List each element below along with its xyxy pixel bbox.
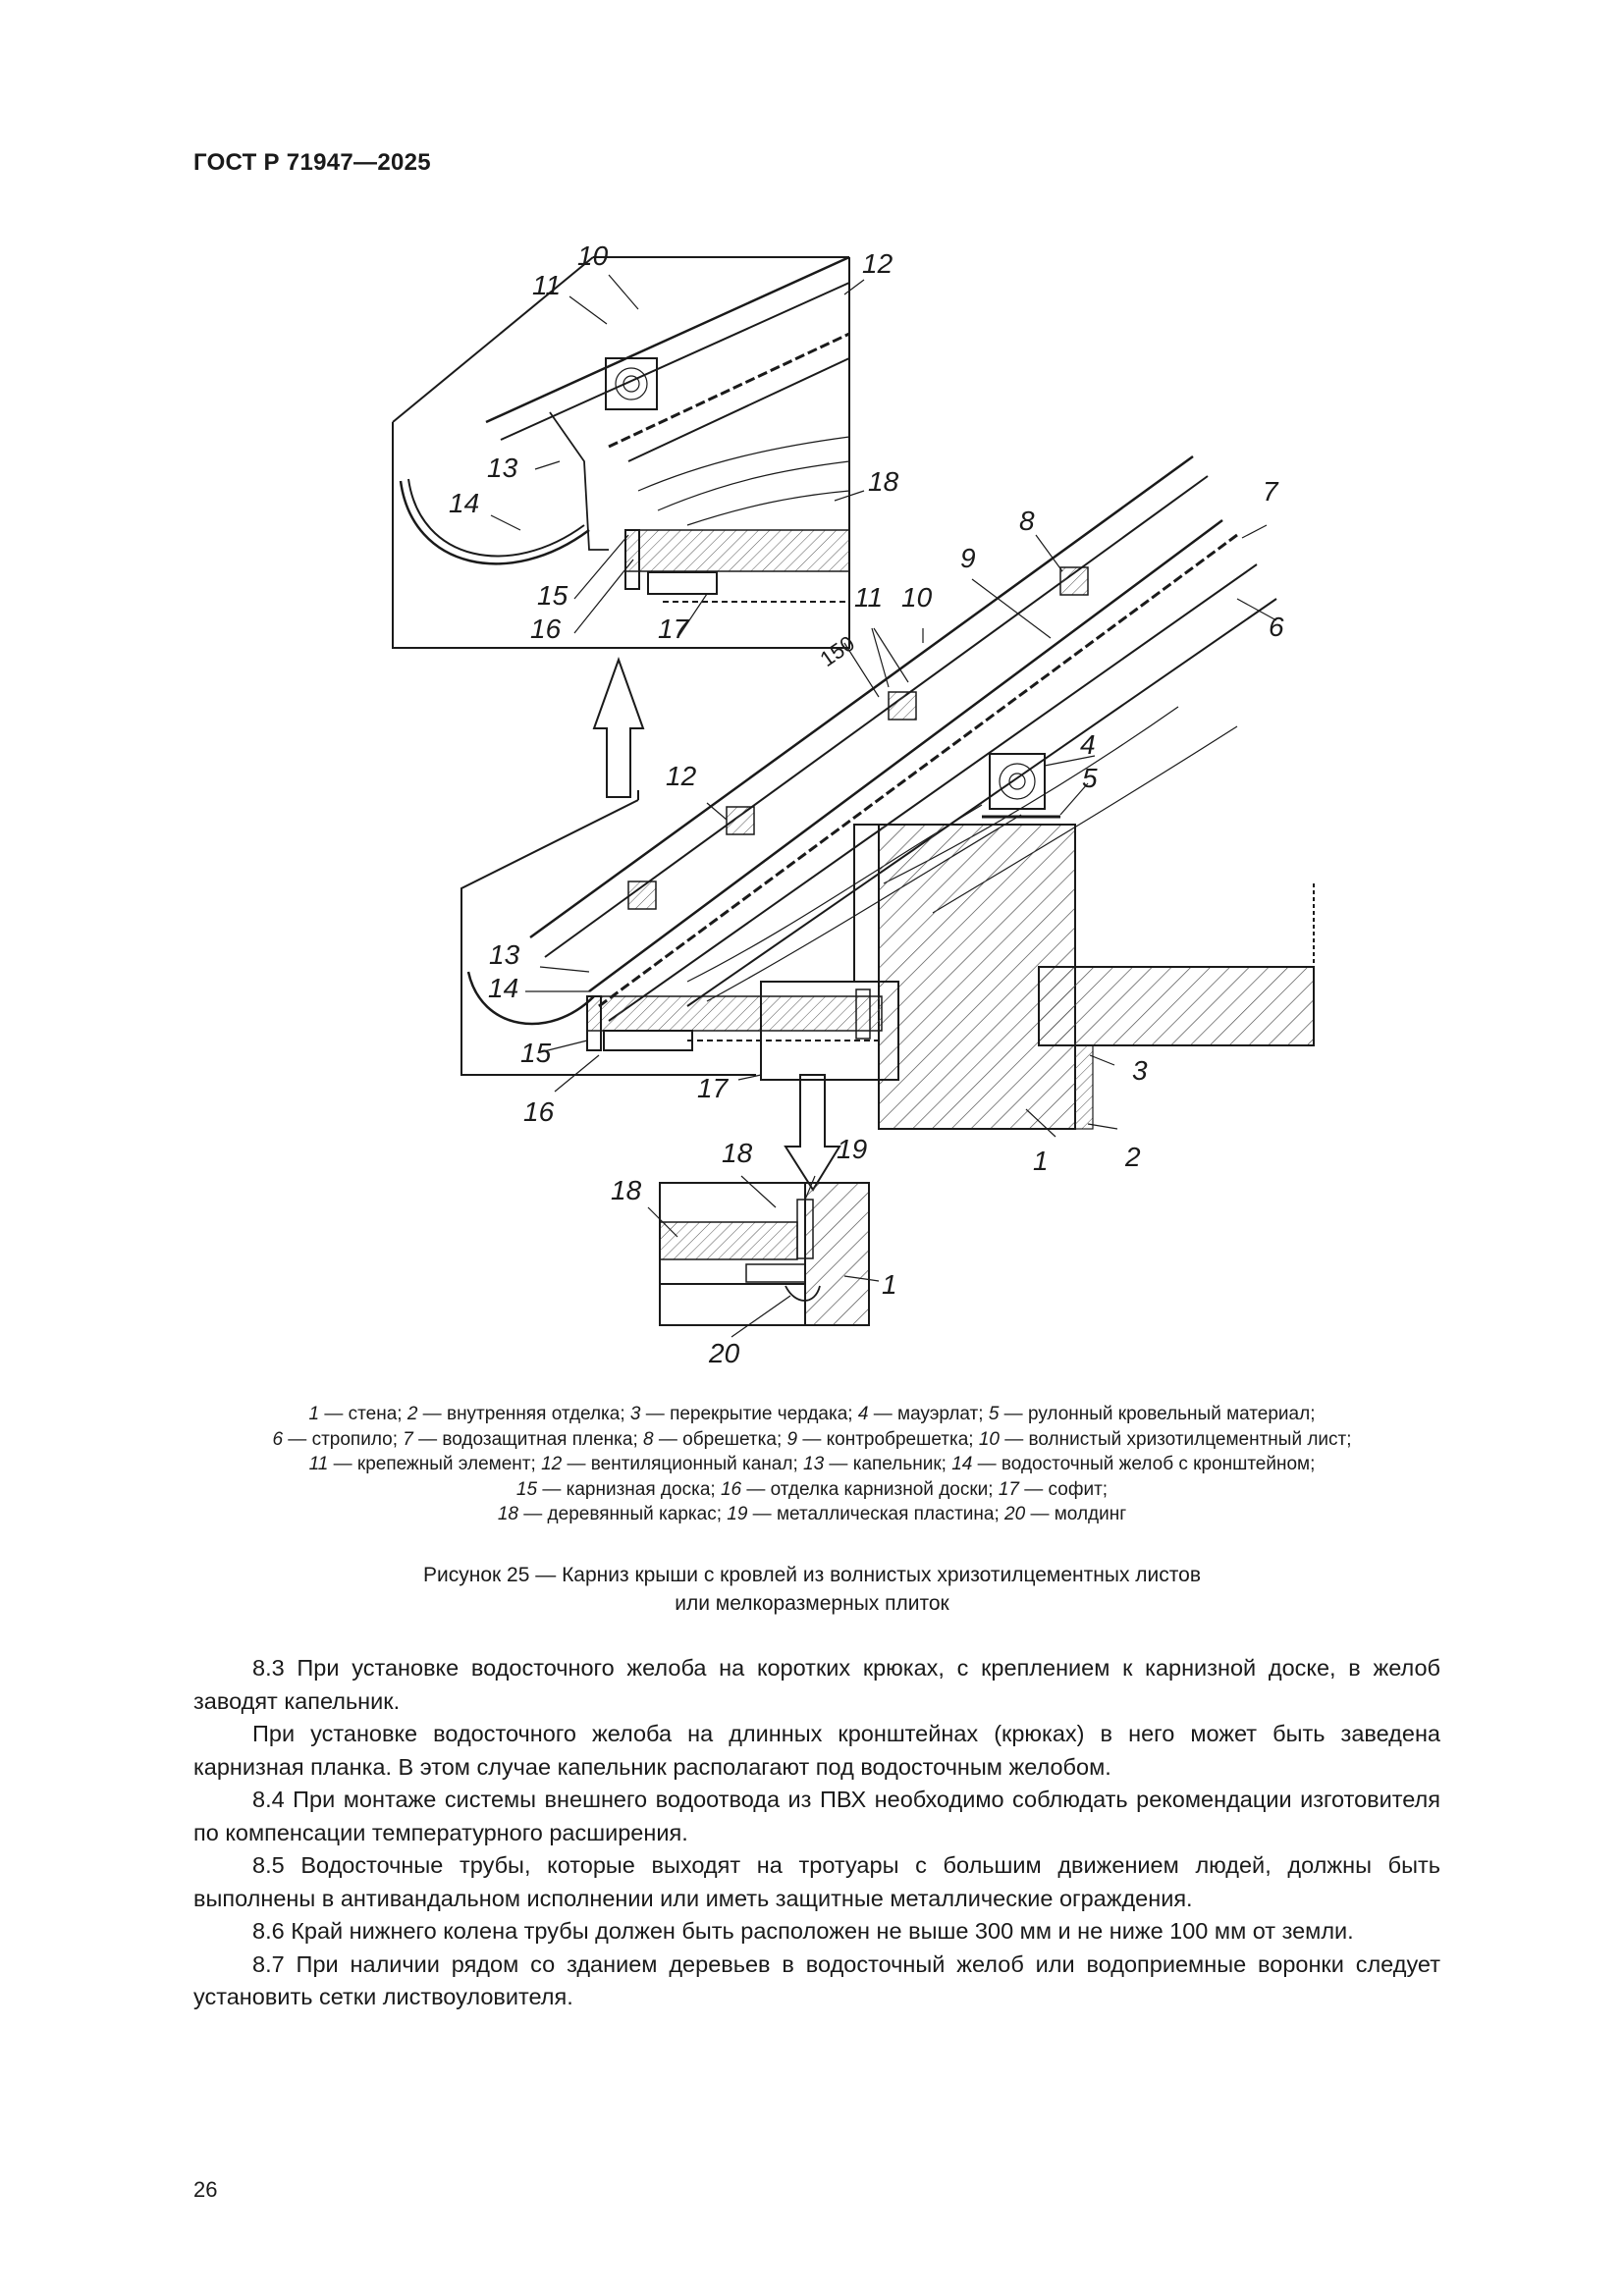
figure-legend: 1 — стена; 2 — внутренняя отделка; 3 — п… bbox=[177, 1402, 1447, 1527]
callout-1-detail: 1 bbox=[882, 1269, 897, 1300]
legend-item-13: 13 — капельник; bbox=[803, 1454, 952, 1474]
roof-eave-figure: 1 2 3 4 5 6 7 8 9 10 10 11 11 12 12 13 1… bbox=[392, 240, 1315, 1368]
callout-17-main: 17 bbox=[697, 1073, 730, 1103]
paragraph-8-3: 8.3 При установке водосточного желоба на… bbox=[193, 1655, 1440, 1714]
callout-5: 5 bbox=[1082, 763, 1098, 793]
legend-item-11: 11 — крепежный элемент; bbox=[308, 1454, 542, 1474]
callout-11-main: 11 bbox=[854, 582, 883, 613]
figure-callouts: 1 2 3 4 5 6 7 8 9 10 10 11 11 12 12 13 1… bbox=[449, 240, 1284, 1368]
callout-16-top: 16 bbox=[530, 614, 562, 644]
body-text: 8.3 При установке водосточного желоба на… bbox=[193, 1652, 1440, 2014]
legend-line-1: 1 — стена; 2 — внутренняя отделка; 3 — п… bbox=[177, 1402, 1447, 1427]
callout-19: 19 bbox=[837, 1134, 867, 1164]
paragraph-8-4: 8.4 При монтаже системы внешнего водоотв… bbox=[193, 1787, 1440, 1845]
callout-12-top: 12 bbox=[862, 248, 893, 279]
paragraph-8-5: 8.5 Водосточные трубы, которые выходят н… bbox=[193, 1852, 1440, 1911]
callout-4: 4 bbox=[1080, 729, 1096, 760]
legend-line-3: 11 — крепежный элемент; 12 — вентиляцион… bbox=[177, 1452, 1447, 1477]
callout-13-main: 13 bbox=[489, 939, 520, 970]
paragraph-8-6: 8.6 Край нижнего колена трубы должен быт… bbox=[252, 1918, 1354, 1944]
legend-item-20: 20 — молдинг bbox=[1004, 1504, 1127, 1524]
legend-item-6: 6 — стропило; bbox=[272, 1428, 404, 1450]
legend-line-4: 15 — карнизная доска; 16 — отделка карни… bbox=[177, 1477, 1447, 1503]
callout-18-zoom: 18 bbox=[722, 1138, 753, 1168]
callout-18-detail: 18 bbox=[611, 1175, 642, 1205]
callout-13-top: 13 bbox=[487, 453, 518, 483]
callout-20: 20 bbox=[708, 1338, 740, 1368]
paragraph-8-3-cont: При установке водосточного желоба на дли… bbox=[193, 1721, 1440, 1780]
detail-bottom bbox=[659, 1182, 870, 1326]
legend-item-8: 8 — обрешетка; bbox=[643, 1428, 787, 1450]
legend-item-12: 12 — вентиляционный канал; bbox=[541, 1454, 804, 1474]
legend-item-19: 19 — металлическая пластина; bbox=[727, 1504, 1005, 1524]
legend-item-18: 18 — деревянный каркас; bbox=[497, 1504, 728, 1524]
callout-16-main: 16 bbox=[523, 1096, 555, 1127]
callout-1: 1 bbox=[1033, 1146, 1049, 1176]
callout-7: 7 bbox=[1263, 476, 1279, 507]
callout-17-top: 17 bbox=[658, 614, 690, 644]
legend-item-5: 5 — рулонный кровельный материал; bbox=[988, 1404, 1316, 1424]
callout-11-top: 11 bbox=[532, 270, 561, 300]
legend-item-2: 2 — внутренняя отделка; bbox=[406, 1404, 630, 1424]
dimension-150: 150 bbox=[816, 631, 859, 672]
callout-15-main: 15 bbox=[520, 1038, 552, 1068]
callout-10-top: 10 bbox=[577, 240, 609, 271]
figure-caption: Рисунок 25 — Карниз крыши с кровлей из в… bbox=[177, 1561, 1447, 1618]
callout-12-main: 12 bbox=[666, 761, 697, 791]
callout-14-main: 14 bbox=[488, 973, 518, 1003]
callout-2: 2 bbox=[1124, 1142, 1141, 1172]
callout-3: 3 bbox=[1132, 1055, 1148, 1086]
legend-line-2: 6 — стропило; 7 — водозащитная пленка; 8… bbox=[177, 1427, 1447, 1453]
callout-6: 6 bbox=[1269, 612, 1284, 642]
main-section bbox=[460, 454, 1315, 1130]
callout-8: 8 bbox=[1019, 506, 1035, 536]
legend-item-7: 7 — водозащитная пленка; bbox=[403, 1428, 644, 1450]
legend-item-1: 1 — стена; bbox=[308, 1404, 407, 1424]
callout-15-top: 15 bbox=[537, 580, 568, 611]
page-number: 26 bbox=[193, 2177, 218, 2202]
document-header: ГОСТ Р 71947—2025 bbox=[193, 149, 431, 176]
detail-top bbox=[392, 255, 850, 649]
legend-item-10: 10 — волнистый хризотилцементный лист; bbox=[978, 1428, 1352, 1450]
callout-10-main: 10 bbox=[901, 582, 933, 613]
paragraph-8-7: 8.7 При наличии рядом со зданием деревье… bbox=[193, 1950, 1440, 2010]
legend-item-15: 15 — карнизная доска; bbox=[515, 1478, 721, 1500]
legend-item-16: 16 — отделка карнизной доски; bbox=[720, 1478, 999, 1500]
callout-18-top: 18 bbox=[868, 466, 899, 497]
legend-item-3: 3 — перекрытие чердака; bbox=[629, 1404, 858, 1424]
callout-14-top: 14 bbox=[449, 488, 479, 518]
roof-eave-drawing: 1 2 3 4 5 6 7 8 9 10 10 11 11 12 12 13 1… bbox=[392, 240, 1315, 1368]
legend-line-5: 18 — деревянный каркас; 19 — металлическ… bbox=[177, 1502, 1447, 1527]
callout-9: 9 bbox=[960, 543, 976, 573]
legend-item-17: 17 — софит; bbox=[998, 1478, 1109, 1500]
legend-item-14: 14 — водосточный желоб с кронштейном; bbox=[951, 1454, 1316, 1474]
figure-caption-line-2: или мелкоразмерных плиток bbox=[675, 1592, 949, 1615]
legend-item-4: 4 — мауэрлат; bbox=[857, 1404, 989, 1424]
figure-caption-line-1: Рисунок 25 — Карниз крыши с кровлей из в… bbox=[423, 1564, 1201, 1586]
legend-item-9: 9 — контробрешетка; bbox=[786, 1428, 979, 1450]
